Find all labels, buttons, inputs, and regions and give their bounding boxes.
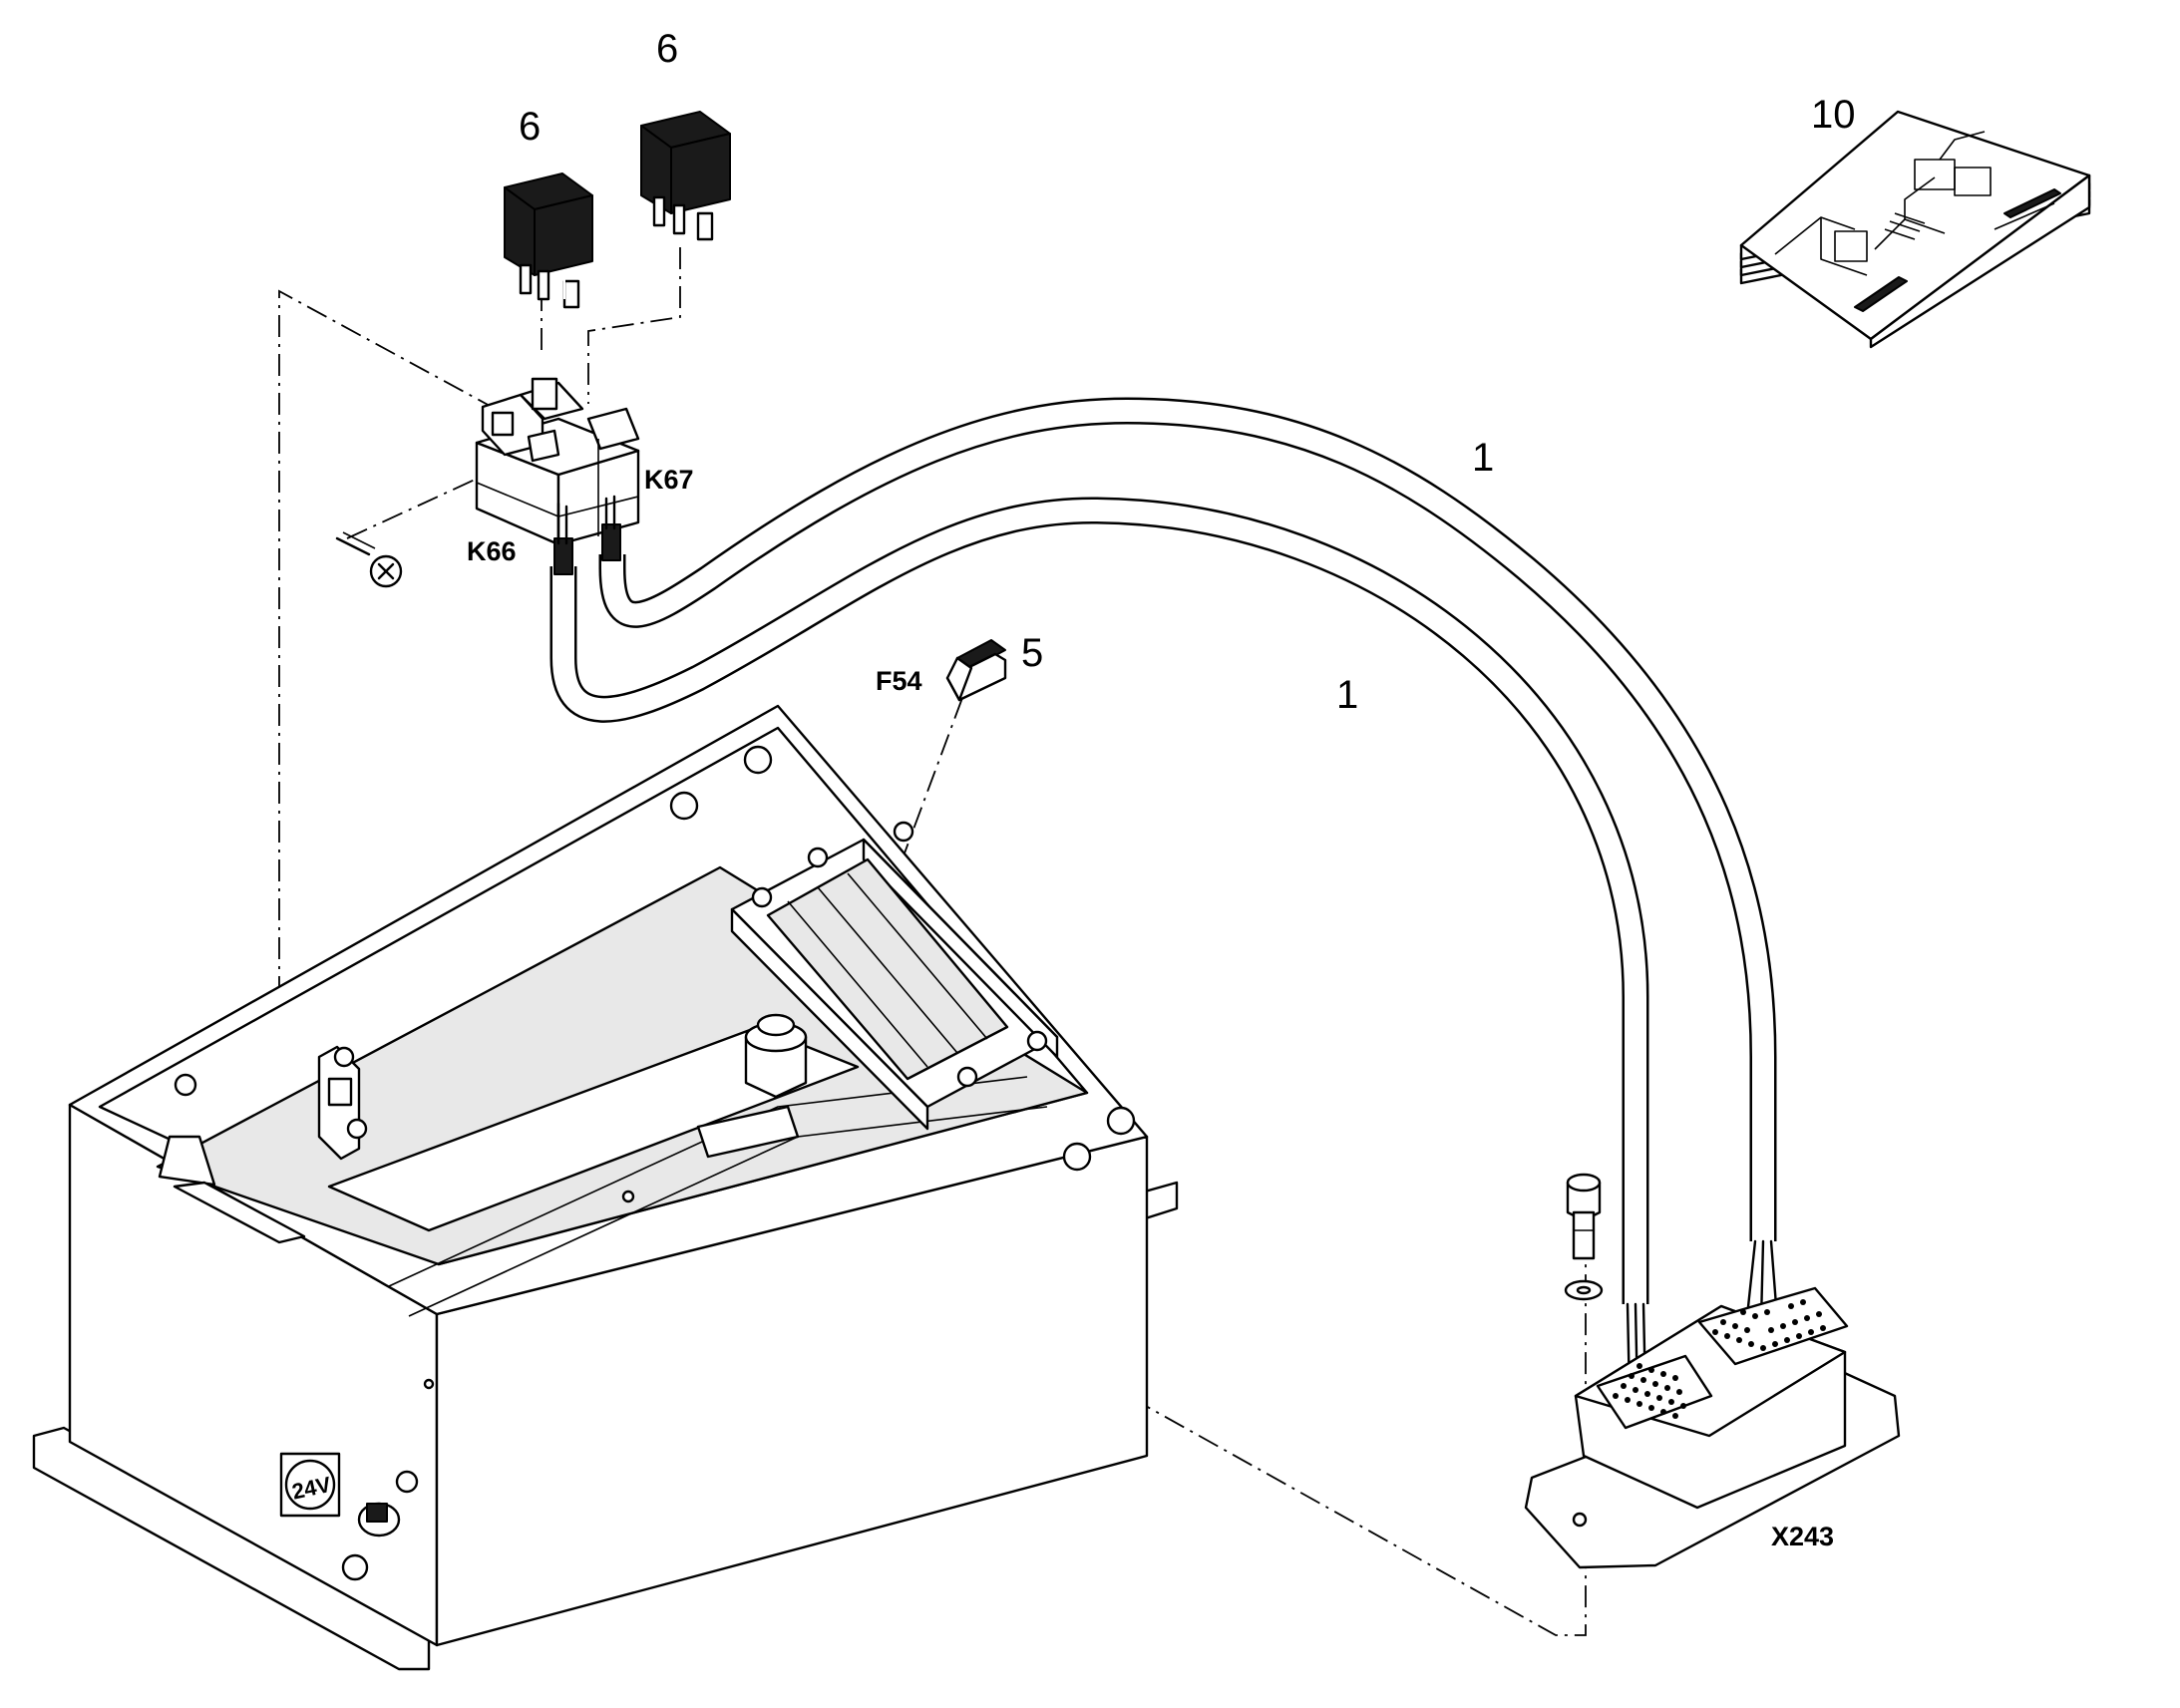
label-k67: K67 [644, 465, 694, 495]
assembly-line-right-relay [587, 247, 681, 404]
bolt-and-washer [1564, 1173, 1604, 1301]
component-labels: K66 K67 F54 X243 [467, 465, 1834, 1551]
label-f54: F54 [876, 666, 922, 696]
connector-pins [1613, 1299, 1826, 1419]
electrical-box: 24V [32, 704, 1179, 1671]
label-x243: X243 [1771, 1522, 1834, 1551]
cable-harness [549, 397, 1779, 1403]
assembly-line-screw [346, 468, 500, 539]
relay-right [640, 111, 731, 241]
manual-booklet [1739, 110, 2091, 349]
callout-relay-left: 6 [519, 105, 541, 149]
callout-relay-right: 6 [656, 27, 678, 71]
fuse [945, 639, 1007, 702]
callout-fuse: 5 [1021, 631, 1043, 675]
callout-numbers: 1 1 5 6 6 10 [519, 27, 1856, 717]
callout-cable-bottom: 1 [1336, 673, 1358, 717]
relay-holder [475, 377, 640, 546]
connector-x243 [1524, 1286, 1901, 1569]
assembly-line-relay-holder [278, 289, 537, 1231]
relay-left [504, 172, 593, 309]
label-k66: K66 [467, 536, 517, 566]
callout-cable-top: 1 [1472, 436, 1494, 480]
callout-manual: 10 [1811, 93, 1856, 137]
fixing-screw [335, 531, 403, 588]
